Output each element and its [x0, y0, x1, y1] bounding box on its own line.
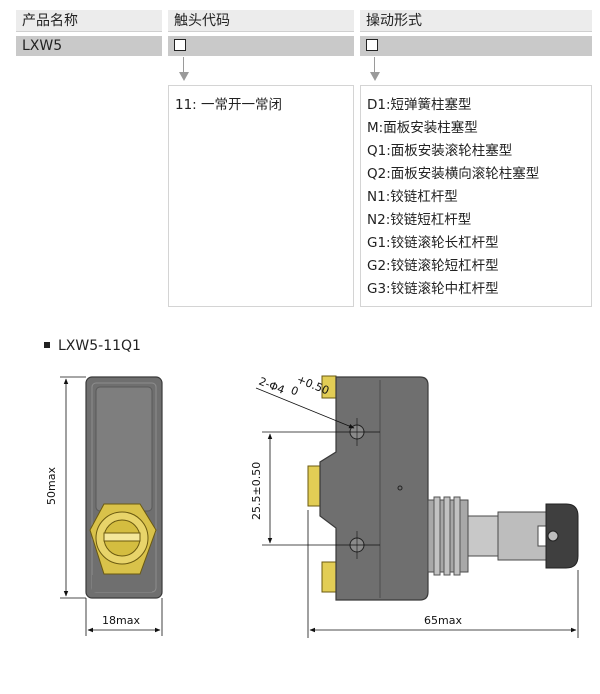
contact-code-list: 11: 一常开一常闭 [169, 86, 353, 117]
operation-form-item: N2:铰链短杠杆型 [367, 212, 472, 228]
header-contact-code: 触头代码 [168, 10, 354, 32]
side-view [307, 375, 579, 601]
contact-code-placeholder-cell [168, 36, 354, 56]
operation-form-item: Q1:面板安装滚轮柱塞型 [367, 143, 513, 159]
operation-form-list: D1:短弹簧柱塞型 M:面板安装柱塞型 Q1:面板安装滚轮柱塞型 Q2:面板安装横向滚… [361, 86, 591, 301]
contact-arrow-line [183, 57, 184, 73]
operation-form-item: G3:铰链滚轮中杠杆型 [367, 281, 499, 297]
operation-form-item: M:面板安装柱塞型 [367, 120, 478, 136]
contact-code-box-icon [174, 39, 186, 51]
dim-width-label: 18max [102, 614, 140, 627]
dim-height-label: 50max [45, 467, 58, 505]
operation-form-placeholder-cell [360, 36, 592, 56]
contact-arrow-head [179, 72, 189, 81]
operation-arrow-head [370, 72, 380, 81]
contact-code-panel: 11: 一常开一常闭 [168, 85, 354, 307]
front-view [85, 376, 163, 599]
operation-form-item: G2:铰链滚轮短杠杆型 [367, 258, 499, 274]
operation-form-item: D1:短弹簧柱塞型 [367, 97, 472, 113]
operation-arrow-line [374, 57, 375, 73]
product-name-value: LXW5 [16, 36, 162, 56]
dim-holes-label: 25.5±0.50 [250, 462, 263, 520]
dim-width: 18max [85, 598, 163, 636]
dim-length: 65max [307, 510, 579, 638]
dim-hole-spacing: 25.5±0.50 [250, 418, 380, 559]
operation-form-item: Q2:面板安装横向滚轮柱塞型 [367, 166, 540, 182]
dim-height: 50max [45, 376, 86, 599]
hole-tol-lower: 0 [289, 384, 300, 399]
operation-form-item: G1:铰链滚轮长杠杆型 [367, 235, 499, 251]
operation-form-panel: D1:短弹簧柱塞型 M:面板安装柱塞型 Q1:面板安装滚轮柱塞型 Q2:面板安装横向滚… [360, 85, 592, 307]
header-operation-form: 操动形式 [360, 10, 592, 32]
bullet-icon [44, 341, 50, 348]
header-product-name: 产品名称 [16, 10, 162, 32]
model-title: LXW5-11Q1 [44, 336, 141, 356]
hole-label: 2-Φ4 [257, 375, 287, 397]
contact-code-item: 11: 一常开一常闭 [175, 97, 283, 113]
operation-form-box-icon [366, 39, 378, 51]
dim-length-label: 65max [424, 614, 462, 627]
model-title-text: LXW5-11Q1 [58, 338, 141, 354]
operation-form-item: N1:铰链杠杆型 [367, 189, 458, 205]
